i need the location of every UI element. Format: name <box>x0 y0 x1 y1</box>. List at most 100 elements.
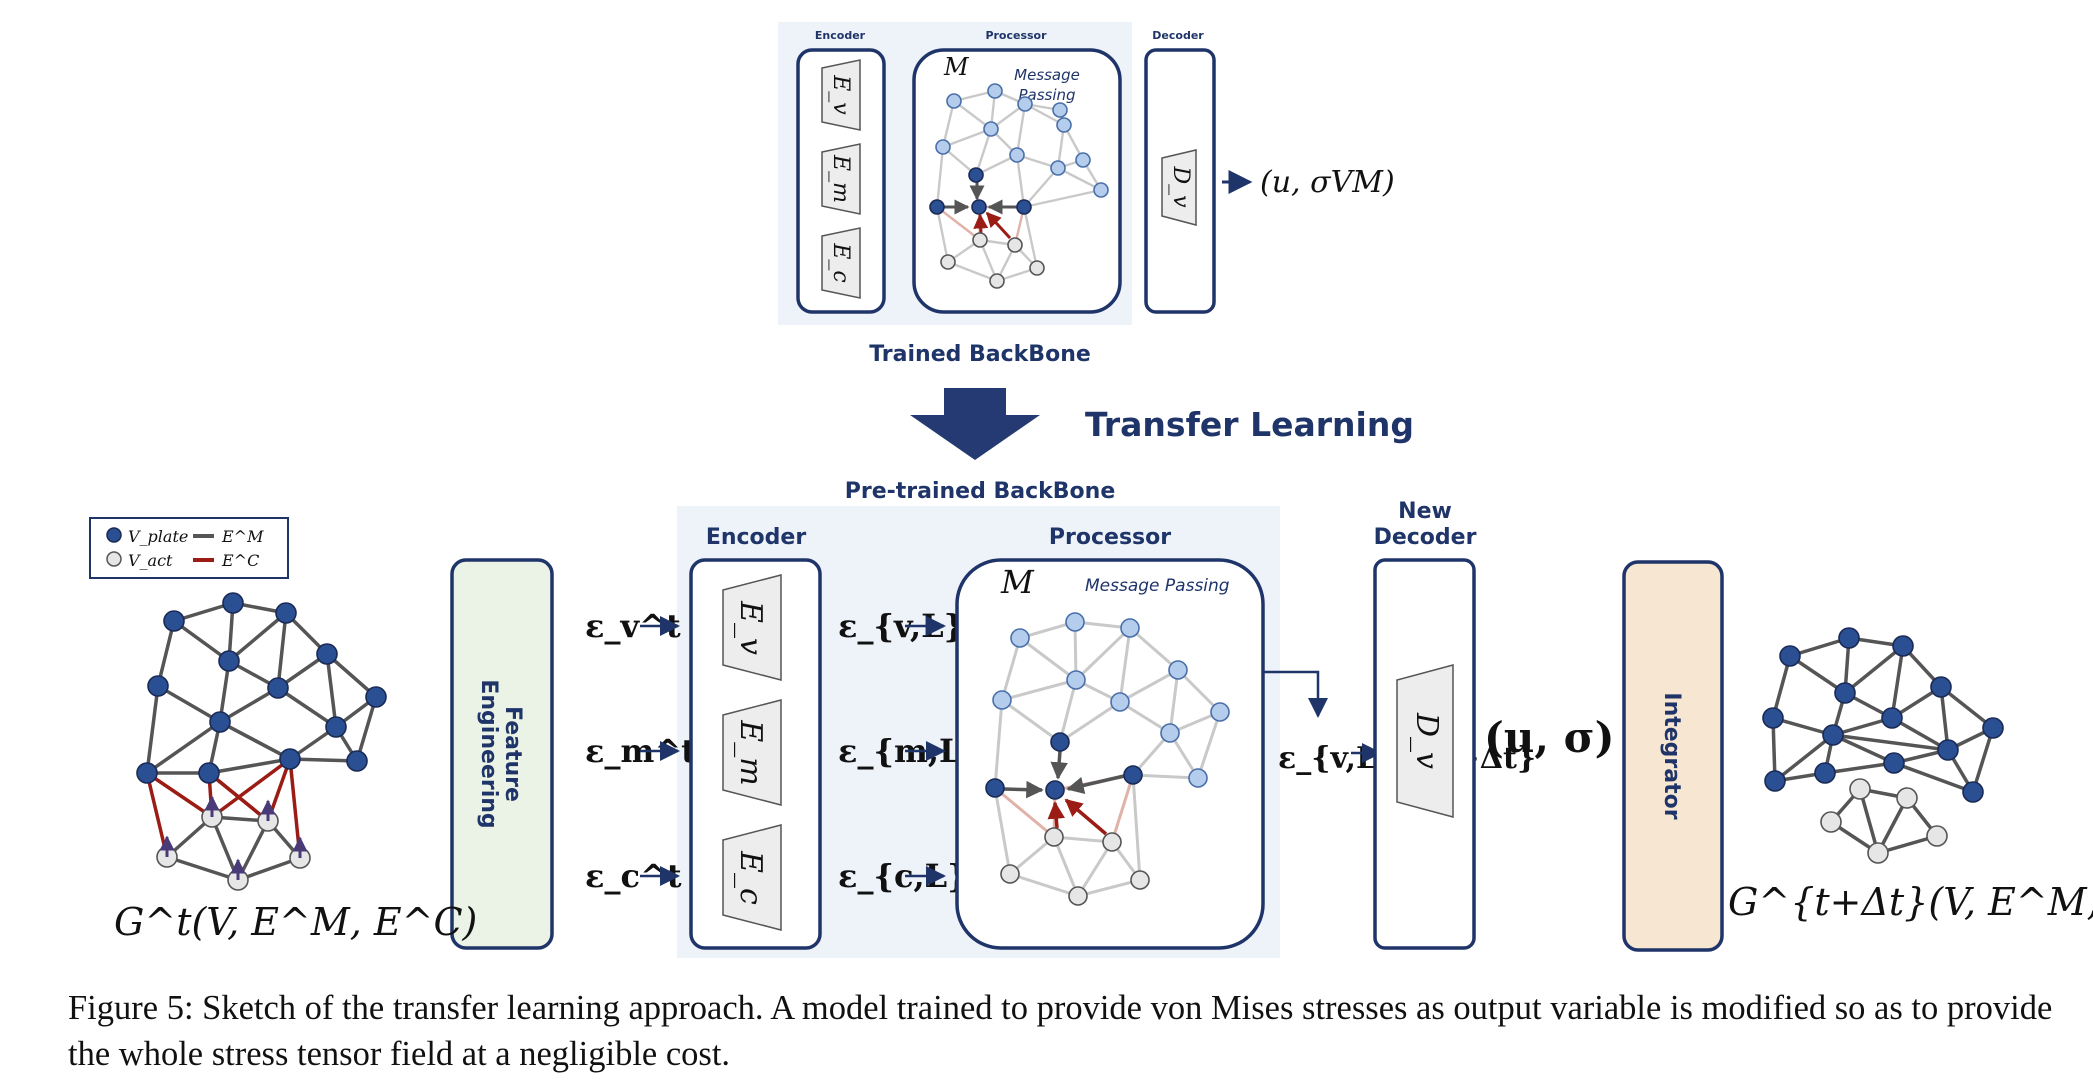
top-processor-title: Processor <box>985 29 1047 42</box>
plate-node <box>1834 682 1856 704</box>
svg-text:E_c: E_c <box>733 850 768 905</box>
encoder-ev: E_v <box>722 574 782 681</box>
mesh-node <box>1075 152 1091 168</box>
mesh-edge <box>1023 188 1102 209</box>
mesh-node <box>992 690 1012 710</box>
mesh-edge <box>145 720 222 775</box>
actuator-node <box>1007 237 1023 253</box>
plate-node <box>163 610 185 632</box>
mesh-node <box>1120 618 1140 638</box>
mesh-edge <box>1119 668 1179 704</box>
plate-node <box>1982 717 2004 739</box>
mesh-node <box>946 93 962 109</box>
feature-engineering-label-1: Feature <box>500 706 525 802</box>
mesh-edge <box>1023 167 1059 208</box>
actuator-node <box>1102 832 1122 852</box>
mesh-node <box>983 121 999 137</box>
plate-node <box>1123 765 1143 785</box>
new-decoder-title-2: Decoder <box>1374 525 1477 550</box>
mesh-node <box>1052 102 1068 118</box>
mesh-node <box>1093 182 1109 198</box>
top-encoder-title: Encoder <box>815 29 866 42</box>
top-processor-mesh <box>929 83 1109 289</box>
output-label: (u, σ) <box>1484 713 1615 762</box>
figure-caption: Figure 5: Sketch of the transfer learnin… <box>68 989 2053 1073</box>
encoder-em: E_m <box>722 699 782 806</box>
mesh-edge <box>1015 154 1026 208</box>
plate-node <box>1779 645 1801 667</box>
mesh-edge <box>1058 679 1078 743</box>
mesh-message-arrow <box>1050 750 1068 780</box>
mesh-edge <box>325 653 338 728</box>
plate-node <box>1930 676 1952 698</box>
mesh-message-arrow <box>1003 780 1044 799</box>
plate-node <box>1016 199 1032 215</box>
svg-text:D_v: D_v <box>1409 712 1444 769</box>
top-decoder-dv: D_v <box>1161 149 1197 226</box>
actuator-node <box>1867 842 1889 864</box>
mesh-edge <box>1077 878 1141 898</box>
mesh-edge <box>1118 627 1132 703</box>
top-message-label-2: Passing <box>1018 86 1075 104</box>
plate-node <box>1814 762 1836 784</box>
contact-message-arrow <box>1047 801 1065 829</box>
mesh-edge <box>947 260 998 283</box>
contact-edge <box>210 757 292 819</box>
mesh-edge <box>156 620 176 687</box>
mesh-node <box>1210 702 1230 722</box>
mesh-edge <box>1890 645 1905 719</box>
plate-node <box>365 686 387 708</box>
mesh-message-arrow <box>1066 774 1125 794</box>
plate-node <box>1937 739 1959 761</box>
transfer-arrow <box>910 388 1040 460</box>
plate-node <box>316 643 338 665</box>
mesh-edge <box>1176 668 1222 714</box>
mesh-node <box>1168 660 1188 680</box>
mesh-edge <box>1001 698 1061 744</box>
output-graph <box>1762 627 2004 864</box>
contact-edge <box>207 771 270 823</box>
plate-node <box>147 675 169 697</box>
actuator-node <box>1926 825 1948 847</box>
contact-edge-faint <box>936 206 981 241</box>
mesh-node <box>1066 670 1086 690</box>
mesh-edge <box>993 787 1012 875</box>
legend-vplate-marker <box>106 527 122 543</box>
svg-text:E_m: E_m <box>733 719 768 785</box>
svg-text:D_v: D_v <box>1168 165 1193 208</box>
mesh-edge <box>1057 166 1102 192</box>
svg-text:E_c: E_c <box>828 242 853 282</box>
actuator-node <box>1849 778 1871 800</box>
plate-node <box>198 762 220 784</box>
actuator-node <box>1896 787 1918 809</box>
mesh-node <box>1065 612 1085 632</box>
actuator-node <box>989 273 1005 289</box>
feature-engineering-box <box>450 558 554 950</box>
plate-node <box>1892 635 1914 657</box>
plate-node <box>1838 627 1860 649</box>
plate-node <box>1962 781 1984 803</box>
svg-text:E_v: E_v <box>733 600 768 655</box>
contact-edge-faint <box>1110 774 1135 843</box>
mesh-edge <box>935 206 950 263</box>
mesh-edge <box>1132 773 1199 780</box>
mesh-edge <box>1893 761 1974 794</box>
processor-mesh <box>985 612 1230 906</box>
mesh-node <box>935 139 951 155</box>
legend-ec-label: E^C <box>221 551 259 570</box>
new-decoder-title-1: New <box>1398 499 1452 524</box>
legend-vplate-label: V_plate <box>128 527 188 546</box>
message-passing-label: Message Passing <box>1085 576 1230 596</box>
mesh-edge <box>1131 774 1142 881</box>
plate-node <box>275 602 297 624</box>
mesh-edge <box>935 146 945 208</box>
plate-node <box>971 199 987 215</box>
mesh-edge <box>277 686 337 729</box>
mesh-edge <box>1000 637 1022 701</box>
mesh-edge <box>219 686 279 724</box>
top-encoder-em: E_m <box>821 143 861 215</box>
mesh-node <box>1050 160 1066 176</box>
mesh-node <box>1009 147 1025 163</box>
actuator-node <box>1044 827 1064 847</box>
